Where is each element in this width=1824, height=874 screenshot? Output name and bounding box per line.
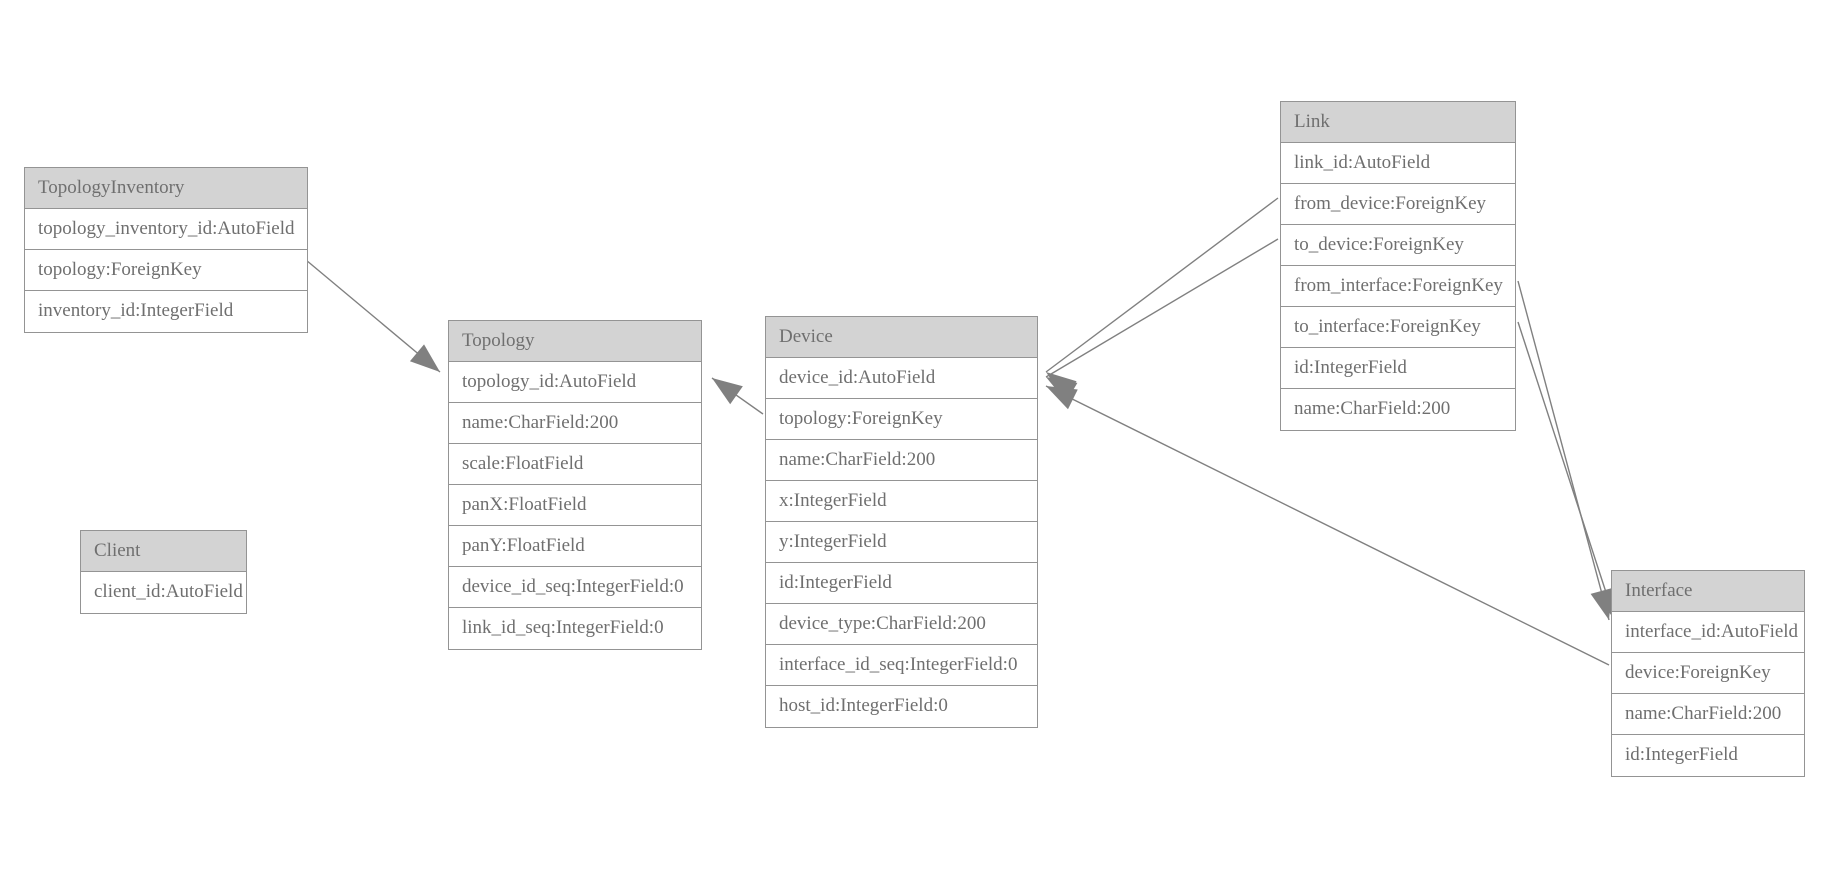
relationship-line [1045,238,1279,378]
rel-link-from-interface [1517,280,1612,621]
relationship-line [1517,321,1616,621]
entity-title-topology_inventory: TopologyInventory [25,168,307,209]
entity-title-link: Link [1281,102,1515,143]
relationship-arrowhead [409,344,440,372]
relationship-line [1517,280,1610,621]
rel-link-from-device [1045,197,1279,399]
entity-field: from_interface:ForeignKey [1281,266,1515,307]
entity-field: topology:ForeignKey [25,250,307,291]
entity-field: link_id_seq:IntegerField:0 [449,608,701,649]
entity-field: name:CharField:200 [1612,694,1804,735]
entity-title-interface: Interface [1612,571,1804,612]
entity-title-device: Device [766,317,1037,358]
relationship-arrowhead [1046,377,1078,402]
entity-field: y:IntegerField [766,522,1037,563]
entity-field: from_device:ForeignKey [1281,184,1515,225]
entity-field: client_id:AutoField [81,572,246,613]
relationship-line [711,377,764,415]
entity-field: interface_id:AutoField [1612,612,1804,653]
entity-field: device_type:CharField:200 [766,604,1037,645]
entity-field: host_id:IntegerField:0 [766,686,1037,727]
relationship-arrowhead [1046,372,1077,399]
entity-field: panY:FloatField [449,526,701,567]
relationship-arrowhead [1046,386,1078,410]
entity-field: device_id_seq:IntegerField:0 [449,567,701,608]
entity-field: topology_id:AutoField [449,362,701,403]
entity-field: id:IntegerField [766,563,1037,604]
entity-field: scale:FloatField [449,444,701,485]
entity-field: name:CharField:200 [1281,389,1515,430]
rel-link-to-device [1045,238,1279,402]
entity-title-topology: Topology [449,321,701,362]
rel-topologyinventory-topology [305,259,441,373]
entity-field: device_id:AutoField [766,358,1037,399]
relationship-line [305,259,441,373]
entity-field: name:CharField:200 [449,403,701,444]
entity-field: topology_inventory_id:AutoField [25,209,307,250]
entity-field: id:IntegerField [1281,348,1515,389]
entity-field: interface_id_seq:IntegerField:0 [766,645,1037,686]
entity-field: id:IntegerField [1612,735,1804,776]
entity-field: panX:FloatField [449,485,701,526]
entity-field: device:ForeignKey [1612,653,1804,694]
entity-field: topology:ForeignKey [766,399,1037,440]
entity-field: name:CharField:200 [766,440,1037,481]
relationship-arrowhead [712,378,743,405]
entity-field: x:IntegerField [766,481,1037,522]
entity-title-client: Client [81,531,246,572]
rel-link-to-interface [1517,321,1617,621]
entity-field: to_interface:ForeignKey [1281,307,1515,348]
entity-field: to_device:ForeignKey [1281,225,1515,266]
entity-field: inventory_id:IntegerField [25,291,307,332]
relationship-line [1045,197,1279,373]
rel-device-topology [711,377,764,415]
entity-field: link_id:AutoField [1281,143,1515,184]
